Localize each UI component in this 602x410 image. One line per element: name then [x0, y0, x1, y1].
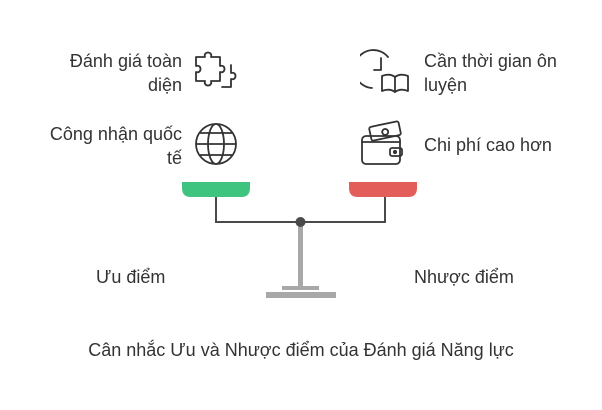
pro-item-comprehensive: Đánh giá toàn diện — [70, 49, 182, 97]
pro-item-comprehensive-line1: Đánh giá toàn — [69, 51, 182, 71]
scale-pillar — [298, 222, 303, 286]
scale-base — [266, 292, 336, 298]
scale-pivot — [295, 217, 306, 227]
con-item-prep-time-line1: Cần thời gian ôn — [424, 51, 557, 71]
globe-icon — [192, 120, 240, 168]
pros-pan — [182, 182, 250, 197]
cons-pan — [349, 182, 417, 197]
pro-item-comprehensive-line2: diện — [147, 75, 182, 95]
scale-base-top — [282, 286, 319, 290]
con-item-higher-cost-line1: Chi phí cao hơn — [424, 135, 552, 155]
wallet-icon — [358, 120, 408, 170]
pros-label: Ưu điểm — [96, 267, 166, 287]
con-item-prep-time: Cần thời gian ôn luyện — [424, 49, 557, 97]
pro-item-international: Công nhận quốc tế — [50, 122, 182, 170]
clock-book-icon — [360, 46, 410, 96]
con-item-higher-cost: Chi phí cao hơn — [424, 133, 552, 157]
pro-item-international-line1: Công nhận quốc — [49, 124, 182, 144]
con-item-prep-time-line2: luyện — [424, 75, 468, 95]
pro-item-international-line2: tế — [166, 148, 182, 168]
puzzle-icon — [190, 47, 240, 97]
diagram-caption: Cân nhắc Ưu và Nhược điểm của Đánh giá N… — [88, 340, 514, 360]
cons-label: Nhược điểm — [414, 267, 514, 287]
